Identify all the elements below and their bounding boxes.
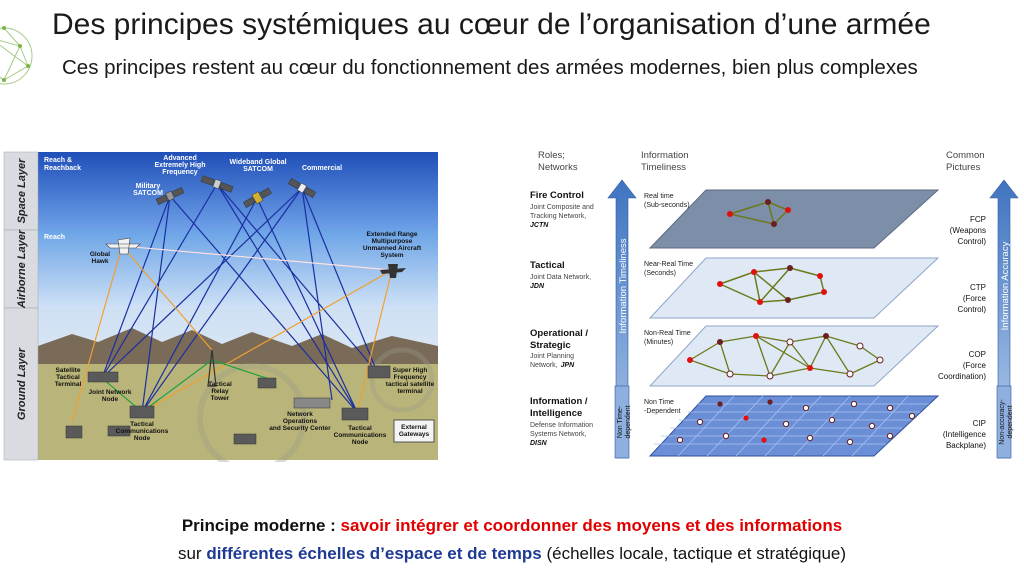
ctp-plane [648, 257, 940, 319]
network-logo [0, 26, 33, 85]
space-layer-band [38, 152, 438, 230]
time-label: Real time(Sub-seconds) [644, 193, 690, 209]
level-intelligence: Information /Intelligence Defense Inform… [530, 396, 987, 450]
footer-line-1: Principe moderne : savoir intégrer et co… [0, 516, 1024, 536]
left-arrow-bottom-label: Non Time-dependent [617, 405, 632, 438]
time-label: Near-Real Time(Seconds) [644, 261, 693, 277]
role-label: Operational /Strategic [530, 328, 588, 351]
network-label: Joint Data Network,JDN [530, 274, 591, 290]
airborne-layer-band [38, 230, 438, 308]
timeliness-arrow-label: Information Timeliness [618, 238, 629, 333]
role-label: Tactical [530, 260, 565, 271]
space-layer-label: Space Layer [16, 158, 28, 224]
footer-line-2: sur différentes échelles d’espace et de … [0, 544, 1024, 564]
slide-subtitle: Ces principes restent au cœur du fonctio… [62, 56, 918, 79]
slide-title: Des principes systémiques au cœur de l’o… [52, 8, 931, 41]
footer-emphasis: savoir intégrer et coordonner des moyens… [340, 516, 843, 535]
external-gateways-box [393, 419, 435, 443]
global-hawk-icon [105, 237, 141, 255]
accuracy-arrow-label: Information Accuracy [1000, 241, 1011, 330]
cop-plane [648, 325, 940, 387]
reach-reachback-label: Reach &Reachback [44, 157, 81, 172]
footer-lead-2: sur [177, 544, 207, 563]
cip-plane [648, 395, 940, 457]
footer-tail: (échelles locale, tactique et stratégiqu… [541, 544, 847, 563]
reach-label: Reach [44, 234, 65, 241]
layered-network-diagram: Space Layer Airborne Layer Ground Layer [3, 151, 438, 462]
ground-layer-label: Ground Layer [16, 347, 28, 420]
commercial-label: Commercial [302, 165, 342, 172]
time-label: Non Time-Dependent [644, 399, 681, 415]
level-tactical: Tactical Joint Data Network,JDN Near-Rea… [530, 260, 987, 314]
fcp-plane [648, 189, 940, 249]
role-label: Information /Intelligence [530, 396, 588, 419]
roles-header: Roles;Networks [538, 150, 578, 173]
airborne-layer-label: Airborne Layer [16, 229, 28, 309]
footer-lead: Principe moderne : [181, 516, 341, 535]
mountains [38, 328, 438, 366]
footer-emphasis-2: différentes échelles d’espace et de temp… [206, 544, 542, 563]
ground-assets [65, 349, 391, 445]
role-label: Fire Control [530, 190, 584, 201]
time-label: Non-Real Time(Minutes) [644, 330, 691, 346]
right-arrow-bottom-label: Non-accuracy-dependent [999, 399, 1014, 445]
uas-icon [380, 264, 406, 278]
link-lines [71, 183, 393, 423]
satellite-icons [155, 175, 316, 208]
